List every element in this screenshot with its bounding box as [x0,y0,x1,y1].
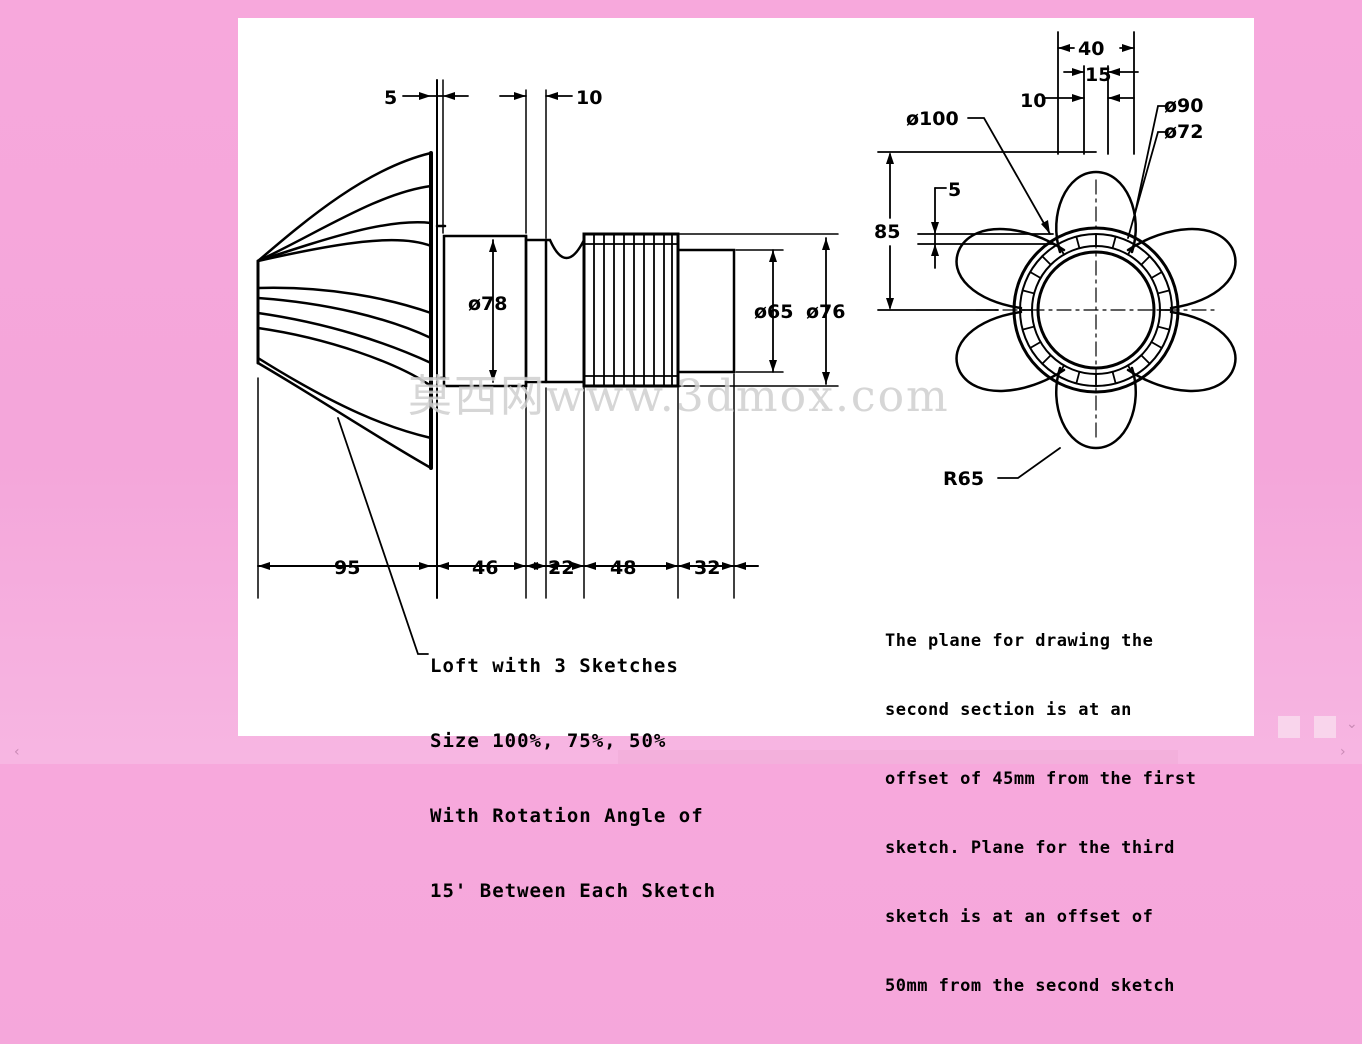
technical-drawing: 5 10 95 46 22 48 32 ø78 ø65 ø76 40 15 10… [256,31,1237,655]
watermark: 莫西网www.3dmox.com [408,371,950,422]
dim-dia-76: ø76 [806,301,846,323]
horizontal-scrollbar[interactable] [618,750,1178,764]
dim-46: 46 [472,557,498,579]
dim-10-front: 10 [1020,90,1046,112]
loft-note-line: 15' Between Each Sketch [430,880,717,902]
dim-95: 95 [334,557,360,579]
dim-dia-72: ø72 [1164,121,1204,143]
next-page-button[interactable] [1314,716,1336,738]
lofted-cone [256,79,447,599]
dim-85: 85 [874,221,900,243]
loft-note-line: With Rotation Angle of [430,805,704,827]
dim-dia-78: ø78 [468,293,508,315]
plane-note-line: sketch is at an offset of [885,907,1154,927]
plane-note-line: second section is at an [885,700,1132,720]
plane-note-line: sketch. Plane for the third [885,838,1175,858]
dim-5-front: 5 [948,179,961,201]
loft-note-line: Size 100%, 75%, 50% [430,730,667,752]
dim-dia-90: ø90 [1164,95,1204,117]
plane-note-line: 50mm from the second sketch [885,976,1175,996]
dim-dia-65: ø65 [754,301,794,323]
chevron-down-icon[interactable]: ⌄ [1346,716,1358,732]
dim-5: 5 [384,87,397,109]
loft-note: Loft with 3 Sketches Size 100%, 75%, 50%… [430,604,716,954]
drawing-frame: 5 10 95 46 22 48 32 ø78 ø65 ø76 40 15 10… [238,18,1254,996]
dim-15: 15 [1085,64,1111,86]
dim-10: 10 [576,87,602,109]
front-view [955,170,1237,450]
dim-r65: R65 [943,468,984,490]
dim-40: 40 [1078,38,1104,60]
dim-22: 22 [548,557,574,579]
scroll-right-icon[interactable]: › [1340,744,1346,760]
dim-32: 32 [694,557,720,579]
prev-page-button[interactable] [1278,716,1300,738]
loft-note-line: Loft with 3 Sketches [430,655,679,677]
plane-note-line: The plane for drawing the [885,631,1154,651]
plane-note: The plane for drawing the second section… [885,584,1196,1044]
shaft [442,232,736,388]
plane-note-line: offset of 45mm from the first [885,769,1197,789]
dim-dia-100: ø100 [906,108,959,130]
scroll-left-icon[interactable]: ‹ [14,744,20,760]
dim-48: 48 [610,557,636,579]
